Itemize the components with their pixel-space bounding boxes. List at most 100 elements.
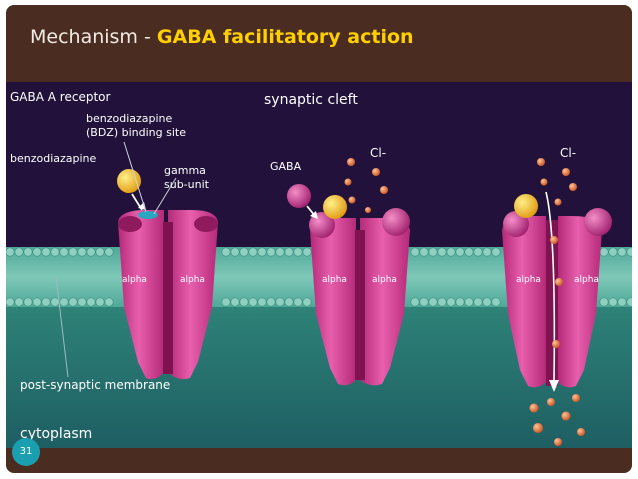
bdz-site-pointer-line (123, 141, 147, 213)
chloride-ion (344, 178, 352, 186)
lipid-head (86, 297, 96, 307)
chloride-ion (577, 428, 585, 436)
lipid-head (50, 247, 60, 257)
lipid-head (617, 247, 627, 257)
lipid-head (455, 247, 465, 257)
receptor-2 (309, 195, 410, 386)
lipid-head (14, 247, 24, 257)
gaba-molecule-bound (309, 212, 335, 238)
label-sub-unit: sub-unit (164, 178, 209, 191)
chloride-ion (552, 340, 560, 348)
lipid-head (266, 297, 276, 307)
lipid-head (68, 297, 78, 307)
lipid-head (455, 297, 465, 307)
lipid-head (473, 297, 483, 307)
lipid-head (608, 247, 618, 257)
lipid-head (437, 247, 447, 257)
membrane-pointer-line (55, 276, 69, 378)
lipid-head (23, 247, 33, 257)
alpha-subunit-label: alpha (122, 275, 147, 285)
lipid-head (410, 247, 420, 257)
chloride-ion (572, 394, 580, 402)
channel-pore (163, 222, 173, 374)
lipid-head (626, 297, 632, 307)
arrowhead (310, 211, 318, 219)
lipid-head (104, 247, 114, 257)
lipid-head (14, 297, 24, 307)
chloride-ion (380, 186, 388, 194)
alpha-subunit-label: alpha (322, 275, 347, 285)
gaba-molecule-bound (584, 208, 612, 236)
receptor-subunit-left (310, 218, 356, 386)
lipid-head (257, 247, 267, 257)
lipid-head (95, 247, 105, 257)
chloride-flow-arrow (545, 191, 556, 383)
chloride-ion (540, 178, 548, 186)
chloride-ion (347, 158, 355, 166)
benzodiazapine-bound (323, 195, 347, 219)
alpha-subunit-label: alpha (516, 275, 541, 285)
lipid-head (419, 247, 429, 257)
label-bdz-site-1: benzodiazapine (86, 112, 173, 125)
lipid-head (95, 297, 105, 307)
lipid-head (77, 247, 87, 257)
title-prefix: Mechanism - (30, 26, 157, 48)
chloride-ion (348, 196, 356, 204)
lipid-head (248, 297, 258, 307)
chloride-ion (554, 438, 562, 446)
chloride-ion (555, 278, 563, 286)
label-gaba-a-receptor: GABA A receptor (10, 90, 111, 104)
lipid-head (32, 297, 42, 307)
lipid-head (482, 297, 492, 307)
label-gaba: GABA (270, 160, 302, 173)
binding-pocket (194, 216, 218, 232)
lipid-head (599, 297, 609, 307)
slide-title: Mechanism - GABA facilitatory action (30, 26, 414, 48)
receptor-subunit-left (502, 216, 546, 388)
receptor-subunit-left (118, 210, 164, 380)
lipid-head (491, 297, 501, 307)
alpha-subunit-label: alpha (372, 275, 397, 285)
lipid-head (6, 297, 15, 307)
chloride-ion (372, 168, 380, 176)
lipid-head (59, 297, 69, 307)
lipid-head (608, 297, 618, 307)
page-number-badge: 31 (12, 438, 40, 466)
label-chloride-1: Cl- (370, 146, 387, 160)
alpha-subunit-label: alpha (180, 275, 205, 285)
lipid-head (437, 297, 447, 307)
arrowhead (549, 380, 559, 392)
gaba-molecule-bound (503, 211, 529, 237)
chloride-ion (529, 403, 539, 413)
receptor-subunit-right (360, 218, 410, 386)
bdz-binding-site (138, 211, 158, 219)
lipid-head (77, 297, 87, 307)
lipid-heads-bottom (6, 297, 632, 307)
chloride-ion (561, 411, 571, 421)
lipid-head (275, 297, 285, 307)
channel-pore (355, 230, 365, 380)
title-highlight: GABA facilitatory action (156, 26, 414, 48)
lipid-head (230, 297, 240, 307)
label-benzodiazapine: benzodiazapine (10, 152, 97, 165)
lipid-head (86, 247, 96, 257)
chloride-ion (533, 423, 543, 433)
lipid-head (221, 297, 231, 307)
label-cytoplasm: cytoplasm (20, 426, 93, 442)
gamma-pointer-line (153, 177, 177, 215)
chloride-ion (554, 198, 562, 206)
lipid-head (419, 297, 429, 307)
lipid-head (23, 297, 33, 307)
lipid-heads-top (6, 247, 632, 257)
lipid-head (617, 297, 627, 307)
lipid-head (302, 297, 312, 307)
benzodiazapine-molecule (117, 169, 141, 193)
lipid-head (302, 247, 312, 257)
label-synaptic-cleft: synaptic cleft (264, 92, 358, 108)
lipid-head (104, 297, 114, 307)
lipid-head (239, 247, 249, 257)
lipid-head (248, 247, 258, 257)
lipid-head (41, 297, 51, 307)
